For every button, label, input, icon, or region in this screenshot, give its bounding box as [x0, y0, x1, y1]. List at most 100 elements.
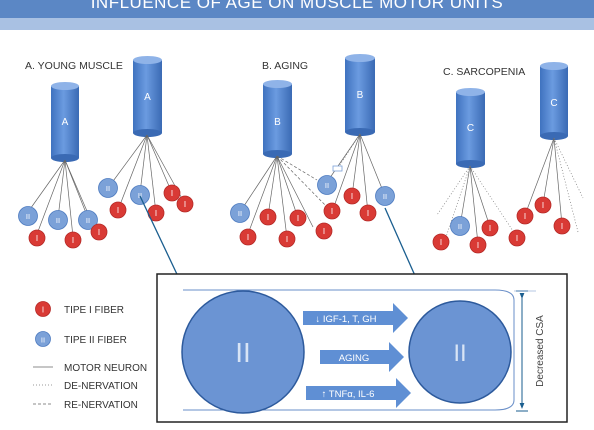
neuron-label-c2: C	[550, 98, 557, 109]
legend-motor-neuron: MOTOR NEURON	[33, 363, 147, 374]
fiber-label: I	[267, 213, 269, 222]
type1-fiber-a-11: I	[163, 184, 181, 202]
neuron-label-b1: B	[274, 117, 281, 128]
panel-aging: B B	[230, 54, 395, 248]
fiber-label: I	[351, 192, 353, 201]
fiber-label: I	[524, 212, 526, 221]
type2-fiber-a-9: II	[130, 185, 150, 205]
axons-c2	[524, 137, 563, 226]
motor-neuron-b1: B	[263, 80, 292, 158]
fiber-label: I	[171, 189, 173, 198]
neuron-label-a1: A	[62, 117, 69, 128]
legend-type1-symbol: I	[42, 306, 44, 315]
fiber-outline	[183, 289, 515, 411]
figure-title: INFLUENCE OF AGE ON MUSCLE MOTOR UNITS	[90, 0, 504, 12]
type1-fiber-a-8: I	[109, 201, 127, 219]
detail-box: II II ↓ IGF-1, T, GH AGING ↑ TNFα, IL-6	[156, 273, 568, 423]
neuron-label-a2: A	[144, 92, 151, 103]
fiber-label: I	[247, 233, 249, 242]
renervation-b1	[276, 155, 331, 211]
legend-denervation: DE-NERVATION	[33, 381, 138, 392]
fiber-label: I	[331, 207, 333, 216]
denervation-c2	[553, 137, 584, 233]
arrow-inflammation: ↑ TNFα, IL-6	[306, 378, 411, 408]
type1-fiber-a-12: I	[176, 195, 194, 213]
type1-fiber-b-10: I	[359, 204, 377, 222]
type2-fiber-b-7: II	[317, 175, 337, 195]
fiber-label: I	[489, 224, 491, 233]
type1-fiber-b-3: I	[259, 208, 277, 226]
arrow-hormones-label: ↓ IGF-1, T, GH	[315, 314, 376, 325]
type1-fiber-c-1: I	[432, 233, 450, 251]
csa-label: Decreased CSA	[535, 315, 546, 387]
type1-fiber-b-2: I	[239, 228, 257, 246]
fiber-label: II	[56, 216, 60, 225]
motor-neuron-b2: B	[345, 54, 375, 136]
fiber-label: I	[323, 227, 325, 236]
motor-neuron-c1: C	[456, 88, 485, 168]
axons-a1	[27, 159, 100, 240]
motor-neuron-a2: A	[133, 56, 162, 137]
type1-fiber-b-5: I	[289, 209, 307, 227]
motor-neuron-a1: A	[51, 82, 79, 162]
type1-fiber-b-9: I	[343, 187, 361, 205]
motor-neuron-c2: C	[540, 62, 568, 140]
denervation-c1	[436, 165, 518, 241]
type2-fiber-a-3: II	[48, 210, 68, 230]
fiber-label: II	[238, 209, 242, 218]
fiber-label: I	[516, 234, 518, 243]
type2-fiber-a-1: II	[18, 206, 38, 226]
axons-c1	[459, 165, 491, 245]
legend-type2-symbol: II	[41, 336, 45, 345]
fiber-label: I	[36, 234, 38, 243]
type2-fiber-a-5: II	[78, 210, 98, 230]
legend-type1: I TIPE I FIBER	[35, 301, 124, 317]
panel-title-young: A. YOUNG MUSCLE	[25, 60, 123, 72]
denervated-terminal	[332, 165, 343, 172]
type2-fiber-b-11: II	[375, 186, 395, 206]
aged-type2-fiber: II	[408, 300, 512, 404]
fiber-label: I	[477, 241, 479, 250]
type1-fiber-c-4: I	[481, 219, 499, 237]
type2-fiber-a-7: II	[98, 178, 118, 198]
panel-sarcopenia: C C	[432, 62, 584, 254]
type1-fiber-a-6: I	[90, 223, 108, 241]
fiber-label: I	[561, 222, 563, 231]
fiber-label: I	[297, 214, 299, 223]
panel-young: A A	[18, 56, 194, 249]
fiber-label: II	[458, 222, 462, 231]
legend-renervation-label: RE-NERVATION	[64, 400, 138, 411]
type1-fiber-c-7: I	[534, 196, 552, 214]
arrow-hormones: ↓ IGF-1, T, GH	[303, 303, 408, 333]
fiber-label: II	[138, 191, 142, 200]
title-stripe	[0, 18, 594, 30]
csa-indicator: Decreased CSA	[514, 290, 546, 412]
fiber-label: I	[184, 200, 186, 209]
fiber-label: II	[26, 212, 30, 221]
type1-fiber-a-4: I	[64, 231, 82, 249]
young-type2-fiber: II	[181, 290, 305, 414]
axons-b1	[239, 155, 314, 239]
fiber-label: I	[286, 235, 288, 244]
legend-denervation-label: DE-NERVATION	[64, 381, 138, 392]
title-banner: INFLUENCE OF AGE ON MUSCLE MOTOR UNITS	[0, 0, 594, 18]
fiber-label: I	[98, 228, 100, 237]
type1-fiber-c-6: I	[516, 207, 534, 225]
fiber-label: I	[72, 236, 74, 245]
axons-a2	[107, 134, 186, 214]
fiber-label: II	[86, 216, 90, 225]
denervation-b2	[337, 133, 361, 169]
arrow-aging-label: AGING	[339, 353, 370, 364]
type1-fiber-a-2: I	[28, 229, 46, 247]
arrow-inflammation-label: ↑ TNFα, IL-6	[322, 389, 375, 400]
legend-renervation: RE-NERVATION	[33, 400, 138, 411]
legend-motor-neuron-label: MOTOR NEURON	[64, 363, 147, 374]
legend-type2: II TIPE II FIBER	[35, 331, 127, 347]
fiber-label: I	[155, 209, 157, 218]
fiber-label: I	[367, 209, 369, 218]
